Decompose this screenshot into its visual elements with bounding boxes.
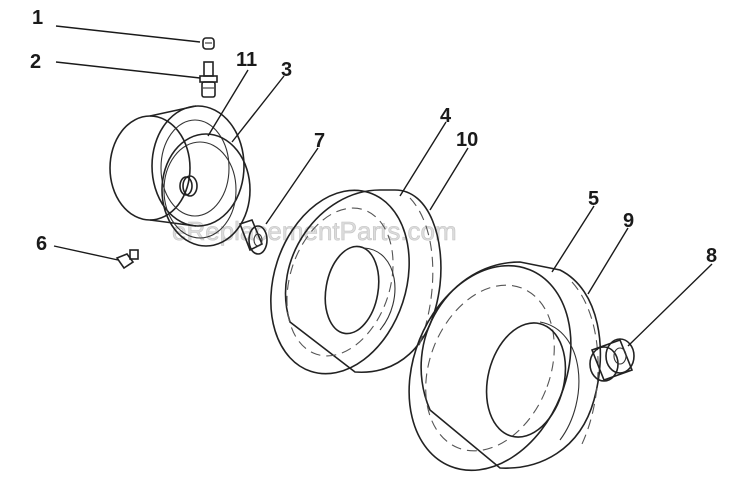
callout-4: 4: [440, 105, 452, 127]
callout-9: 9: [623, 210, 634, 232]
callout-5: 5: [588, 188, 599, 210]
callout-8: 8: [706, 245, 717, 267]
front-tire-part: [270, 189, 442, 375]
valve-cap-part: [202, 37, 215, 50]
callout-1: 1: [32, 7, 43, 29]
callout-11: 11: [236, 49, 257, 71]
leader-line-4: [399, 121, 447, 197]
bushing-part: [238, 219, 268, 255]
rim-disc-part: [161, 133, 251, 247]
leader-line-8: [627, 263, 713, 347]
callout-6: 6: [36, 233, 47, 255]
callout-10: 10: [456, 129, 478, 151]
wheel-rim-part: [109, 105, 245, 227]
callout-2: 2: [30, 51, 41, 73]
rear-tire-part: [408, 261, 602, 472]
leader-line-5: [551, 205, 595, 273]
leader-line-10: [429, 147, 469, 211]
leader-line-1: [55, 25, 201, 43]
leader-line-7: [265, 147, 319, 225]
leader-line-2: [55, 61, 201, 79]
grease-fitting-part: [115, 249, 139, 270]
bearing-part: [589, 338, 635, 382]
leader-line-6: [53, 245, 119, 261]
leader-line-9: [587, 227, 629, 295]
callout-3: 3: [281, 59, 292, 81]
callout-7: 7: [314, 130, 325, 152]
leader-line-3: [231, 75, 285, 143]
valve-stem-part: [199, 61, 218, 98]
leader-line-11: [207, 69, 249, 137]
